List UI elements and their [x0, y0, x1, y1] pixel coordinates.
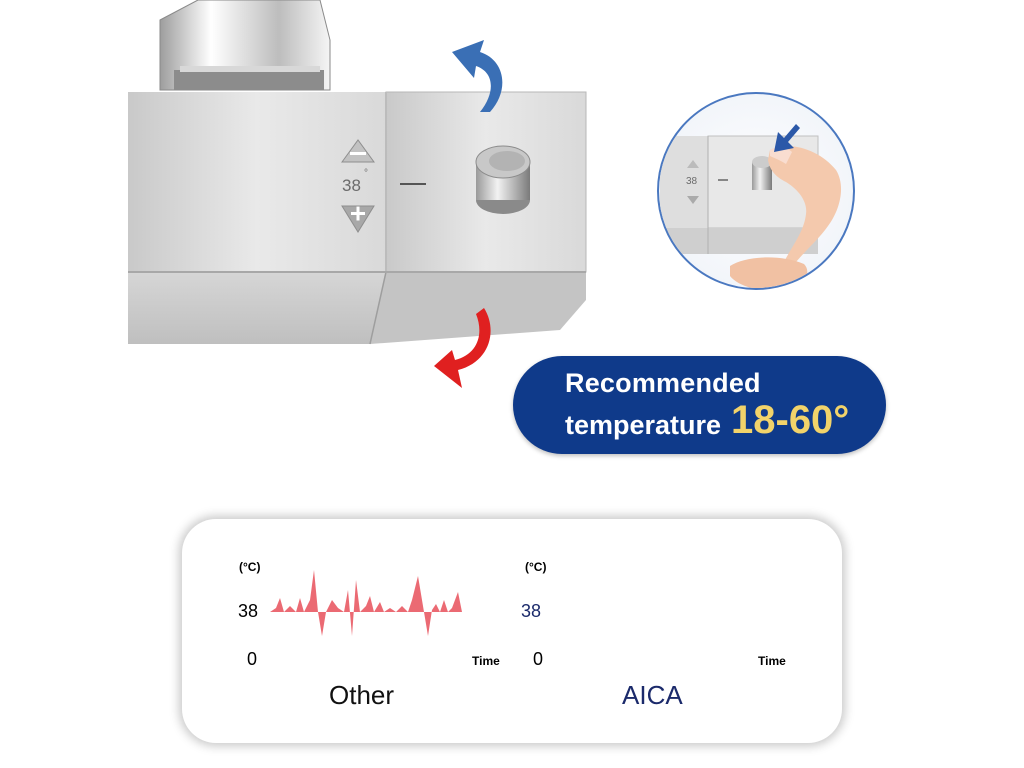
dial-value: 38: [342, 176, 361, 195]
right-chart-label: AICA: [622, 680, 683, 710]
dial-degree-mark: °: [364, 168, 368, 179]
right-tick-0: 0: [533, 649, 544, 669]
right-time-label: Time: [758, 654, 786, 668]
press-arrow-icon: [774, 124, 800, 152]
recommended-temperature-callout: [513, 356, 886, 454]
hex-nut: [159, 0, 331, 91]
thermostat-body: [128, 91, 587, 345]
callout-line2: temperature: [565, 410, 722, 440]
inset-dial-value: 38: [686, 176, 698, 187]
left-unit-label: (°C): [239, 560, 261, 574]
left-tick-0: 0: [247, 649, 258, 669]
right-tick-38: 38: [521, 601, 542, 621]
left-chart-label: Other: [329, 680, 395, 710]
rotate-down-arrow-icon: [434, 308, 491, 388]
comparison-panel: [182, 519, 842, 743]
left-time-label: Time: [472, 654, 500, 668]
temperature-markings: [341, 139, 426, 233]
knob-button: [475, 145, 531, 214]
minus-triangle-icon: [341, 139, 375, 163]
rotate-up-arrow-icon: [452, 40, 503, 112]
press-demo-inset: [657, 92, 855, 290]
left-tick-38: 38: [238, 601, 259, 621]
callout-line1: Recommended: [565, 368, 761, 398]
right-unit-label: (°C): [525, 560, 547, 574]
callout-range: 18-60°: [731, 398, 850, 442]
